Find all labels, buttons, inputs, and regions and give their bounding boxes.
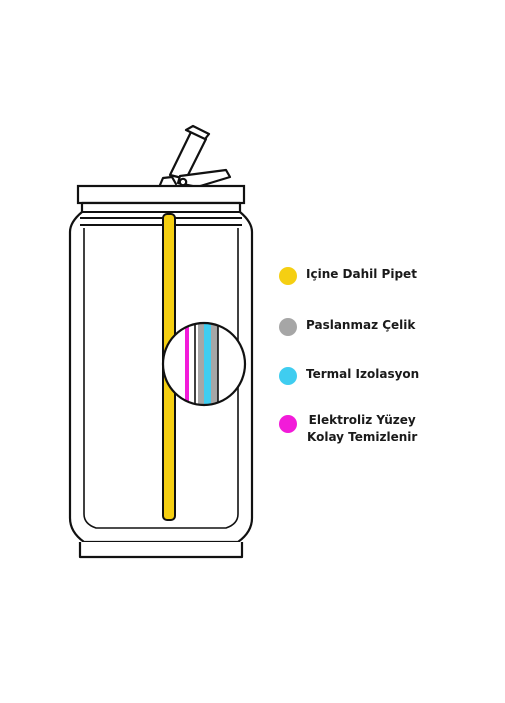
gray-dot-icon: [279, 318, 297, 336]
bottle-inner-wall: [83, 228, 239, 529]
legend-item-insulation: Termal Izolasyon: [279, 366, 419, 385]
cyan-dot-icon: [279, 367, 297, 385]
magenta-dot-icon: [279, 415, 297, 433]
straw-spout: [158, 124, 232, 189]
legend-label-coating-line1: Elektroliz Yüzey: [308, 413, 416, 427]
bottle-base: [78, 542, 244, 559]
layer-insulation: [204, 323, 211, 405]
legend-label-coating: Elektroliz Yüzey Kolay Temizlenir: [307, 412, 417, 446]
legend-item-straw: Içine Dahil Pipet: [279, 266, 417, 285]
bottle-rim: [80, 211, 242, 226]
legend-label-steel: Paslanmaz Çelik: [306, 318, 416, 332]
legend-label-coating-line2: Kolay Temizlenir: [307, 430, 418, 444]
legend-item-steel: Paslanmaz Çelik: [279, 317, 415, 336]
legend-label-straw: Içine Dahil Pipet: [306, 267, 417, 281]
yellow-dot-icon: [279, 267, 297, 285]
legend-item-coating: Elektroliz Yüzey Kolay Temizlenir: [279, 412, 417, 446]
layer-magnifier: [161, 321, 247, 407]
layer-steel-outer: [198, 323, 204, 405]
layer-coating: [185, 323, 189, 405]
legend-label-insulation: Termal Izolasyon: [306, 367, 420, 381]
layer-steel-inner: [211, 323, 218, 405]
